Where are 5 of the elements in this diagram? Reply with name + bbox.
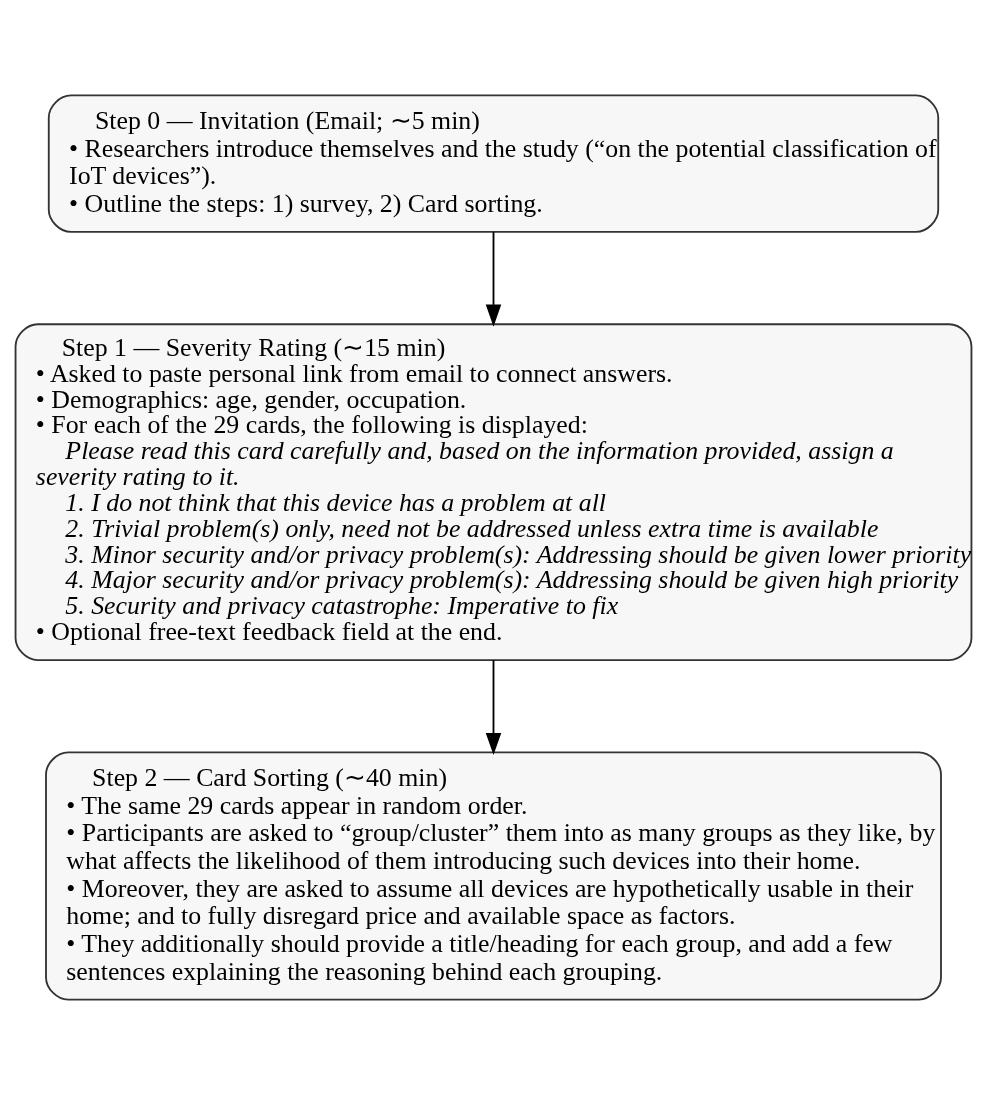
node-box: Step 1 — Severity Rating (∼15 min) • Asked to paste personal link from email to connect answers. • Demographics: age, gender, occupation. • For each of the 29 cards, the following is displayed: Please read this card carefully and, based on the information provided, assign a severity rating to it. 1. I do not think that this device has a problem at all 2. Trivial problem(s) only, need not be addressed unless extra time is available 3. Minor security and/or privacy problem(s): Addressing should be given lower priority 4. Major security and/or privacy problem(s): Addressing should be given high priority 5. Security and privacy catastrophe: Imperative to fix • Optional free-text feedback field at the end. — [14, 322, 973, 661]
arrow — [485, 658, 502, 755]
node-box: Step 0 — Invitation (Email; ∼5 min) • Researchers introduce themselves and the study (“on the potential classification of IoT devices”). • Outline the steps: 1) survey, 2) Card sorting. — [47, 93, 940, 233]
arrow — [485, 230, 502, 327]
node-box: Step 2 — Card Sorting (∼40 min) • The same 29 cards appear in random order. • Participants are asked to “group/cluster” them into as many groups as they like, by what affects the likelihood of them introducing such devices into their home. • Moreover, they are asked to assume all devices are hypothetically usable in their home; and to fully disregard price and available space as factors. • They additionally should provide a title/heading for each group, and add a few sentences explaining the reasoning behind each grouping. — [45, 750, 942, 1001]
